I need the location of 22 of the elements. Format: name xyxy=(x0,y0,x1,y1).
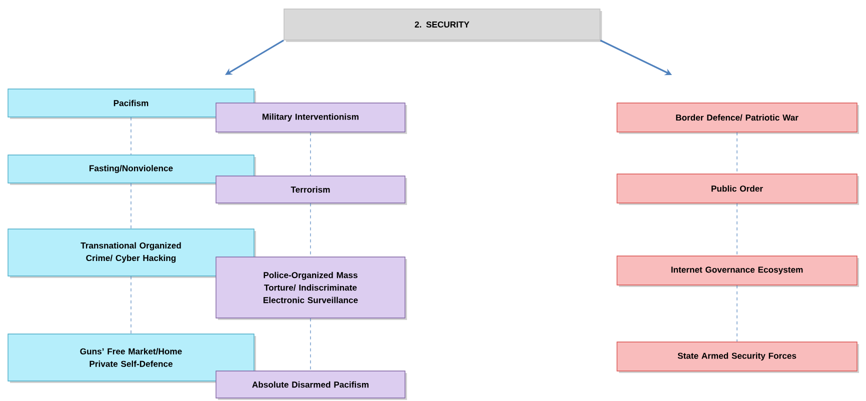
category-box: Guns’ Free Market/Home Private Self-Defence xyxy=(8,334,254,382)
dashed-connector xyxy=(736,203,738,256)
category-box: Transnational Organized Crime/ Cyber Hacking xyxy=(8,228,254,276)
category-box: Fasting/Nonviolence xyxy=(8,154,254,184)
dashed-connector xyxy=(310,132,311,176)
category-box: Internet Governance Ecosystem xyxy=(616,256,858,286)
category-box: Military Interventionism xyxy=(216,102,406,132)
dashed-connector xyxy=(130,276,132,334)
category-box: Terrorism xyxy=(216,176,406,204)
category-box: Pacifism xyxy=(8,88,254,118)
category-box: Police-Organized Mass Torture/ Indiscriminate Electronic Surveillance xyxy=(216,256,406,318)
title-box: 2. SECURITY xyxy=(284,8,600,40)
dashed-connector xyxy=(736,132,738,174)
dashed-connector xyxy=(736,285,738,342)
category-box: Public Order xyxy=(616,174,858,204)
category-box: Absolute Disarmed Pacifism xyxy=(216,370,406,398)
dashed-connector xyxy=(310,318,311,371)
category-box: State Armed Security Forces xyxy=(616,342,858,372)
dashed-connector xyxy=(130,183,132,229)
dashed-connector xyxy=(130,117,132,155)
dashed-connector xyxy=(310,203,311,257)
category-box: Border Defence/ Patriotic War xyxy=(616,102,858,132)
